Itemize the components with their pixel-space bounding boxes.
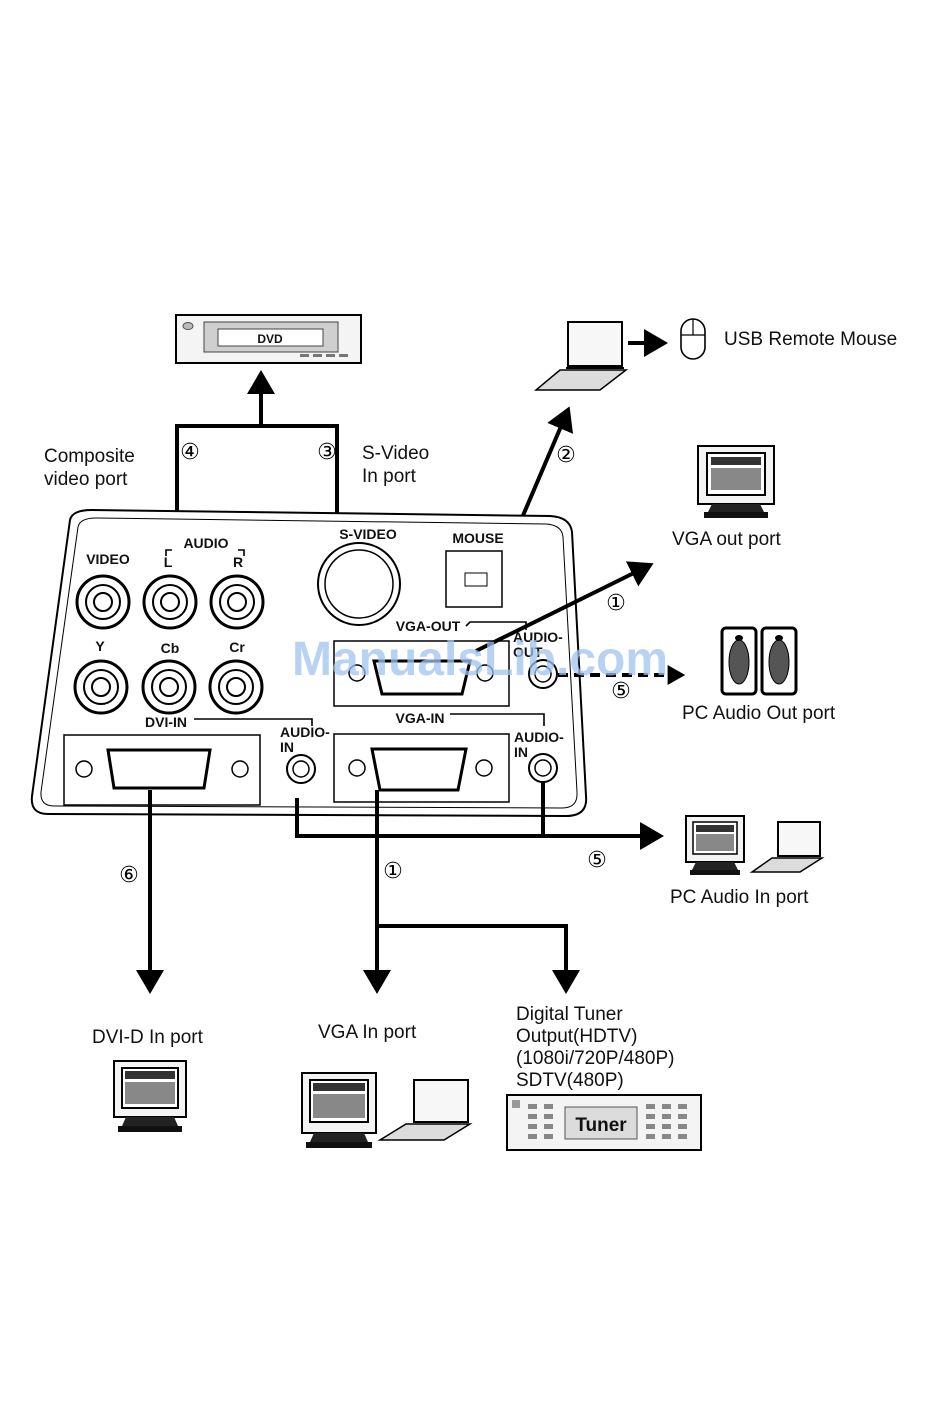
- vga-out-port-icon: [333, 640, 510, 707]
- connection-number-1-in: ①: [383, 859, 403, 884]
- vga-in-monitor-icon: [301, 1072, 377, 1148]
- panel-vga-in-label: VGA-IN: [396, 710, 445, 726]
- cb-jack-icon: [141, 659, 197, 715]
- pc-audio-out-label: PC Audio Out port: [682, 703, 836, 724]
- audio-out-jack-icon: [528, 659, 558, 689]
- tuner-device-icon: Tuner: [506, 1094, 702, 1151]
- video-jack-icon: [75, 574, 131, 630]
- speakers-icon: [720, 626, 798, 696]
- svideo-label-line2: In port: [362, 466, 417, 487]
- tuner-label-line1: Digital Tuner: [516, 1004, 623, 1025]
- dvd-player-icon: DVD: [175, 314, 362, 364]
- composite-label-line1: Composite: [44, 446, 135, 467]
- panel-audio-in-right-label1: AUDIO-: [514, 729, 564, 745]
- usb-remote-mouse-label: USB Remote Mouse: [724, 329, 897, 350]
- connection-number-3: ③: [317, 440, 337, 465]
- dvi-d-in-port-label: DVI-D In port: [92, 1027, 204, 1048]
- dvd-cable-lines: [175, 424, 339, 522]
- vga-out-monitor-icon: [697, 445, 775, 518]
- tuner-device-label: Tuner: [575, 1115, 627, 1136]
- pc-audio-in-laptop-icon: [749, 821, 825, 873]
- panel-vga-out-label: VGA-OUT: [396, 618, 461, 634]
- panel-cr-label: Cr: [229, 639, 245, 655]
- panel-audio-label: AUDIO: [183, 535, 228, 551]
- svideo-label-line1: S-Video: [362, 443, 429, 464]
- panel-y-label: Y: [95, 638, 105, 654]
- arrow-to-vga-out-monitor: [475, 561, 654, 653]
- panel-dvi-in-label: DVI-IN: [145, 714, 187, 730]
- panel-audio-out-label1: AUDIO-: [513, 629, 563, 645]
- panel-mouse-label: MOUSE: [452, 530, 503, 546]
- y-jack-icon: [73, 659, 129, 715]
- audio-bracket-left: [165, 549, 172, 556]
- dvi-in-bracket: [194, 718, 313, 726]
- panel-audio-in-right-label2: IN: [514, 744, 528, 760]
- mouse-port-icon: [445, 550, 503, 608]
- audio-bracket-right: [238, 549, 245, 556]
- audio-r-jack-icon: [209, 574, 265, 630]
- mouse-icon: [680, 318, 706, 360]
- vga-out-port-label: VGA out port: [672, 529, 782, 550]
- tuner-label-line2: Output(HDTV): [516, 1026, 637, 1047]
- laptop-mouse-icon: [533, 321, 629, 391]
- connection-number-1-out: ①: [606, 591, 626, 616]
- connection-number-2: ②: [556, 443, 576, 468]
- connection-number-5-out: ⑤: [611, 679, 631, 704]
- panel-audio-in-left-label2: IN: [280, 739, 294, 755]
- connection-number-6: ⑥: [119, 863, 139, 888]
- panel-audio-out-label2: OUT: [513, 644, 543, 660]
- watermark-logo: ManualsLib.com: [292, 633, 668, 686]
- audio-in-left-jack-icon: [286, 754, 316, 784]
- panel-audio-r-label: R: [233, 554, 243, 570]
- tuner-label-line4: SDTV(480P): [516, 1070, 624, 1091]
- connection-number-4: ④: [180, 440, 200, 465]
- composite-label-line2: video port: [44, 469, 128, 490]
- vga-in-port-icon: [333, 733, 510, 803]
- vga-in-laptop-icon: [377, 1079, 473, 1141]
- panel-video-label: VIDEO: [86, 551, 130, 567]
- pc-audio-in-monitor-icon: [685, 815, 745, 875]
- panel-audio-l-label: L: [164, 554, 173, 570]
- cr-jack-icon: [208, 659, 264, 715]
- dvi-monitor-icon: [113, 1060, 187, 1132]
- dvd-label: DVD: [257, 332, 283, 346]
- connection-number-5-in: ⑤: [587, 848, 607, 873]
- svideo-port-icon: [317, 542, 401, 626]
- tuner-label-line3: (1080i/720P/480P): [516, 1048, 674, 1069]
- rca-jacks: [73, 574, 265, 715]
- audio-in-right-jack-icon: [528, 753, 558, 783]
- pc-audio-in-label: PC Audio In port: [670, 887, 809, 908]
- arrow-to-tuner: [377, 924, 580, 994]
- vga-in-bracket: [450, 713, 545, 726]
- audio-in-cable-left: [295, 798, 543, 838]
- panel-cb-label: Cb: [161, 640, 180, 656]
- vga-in-port-label: VGA In port: [318, 1022, 417, 1043]
- panel-audio-in-left-label1: AUDIO-: [280, 724, 330, 740]
- panel-svideo-label: S-VIDEO: [339, 526, 397, 542]
- dvi-in-port-icon: [63, 734, 261, 806]
- audio-l-jack-icon: [142, 574, 198, 630]
